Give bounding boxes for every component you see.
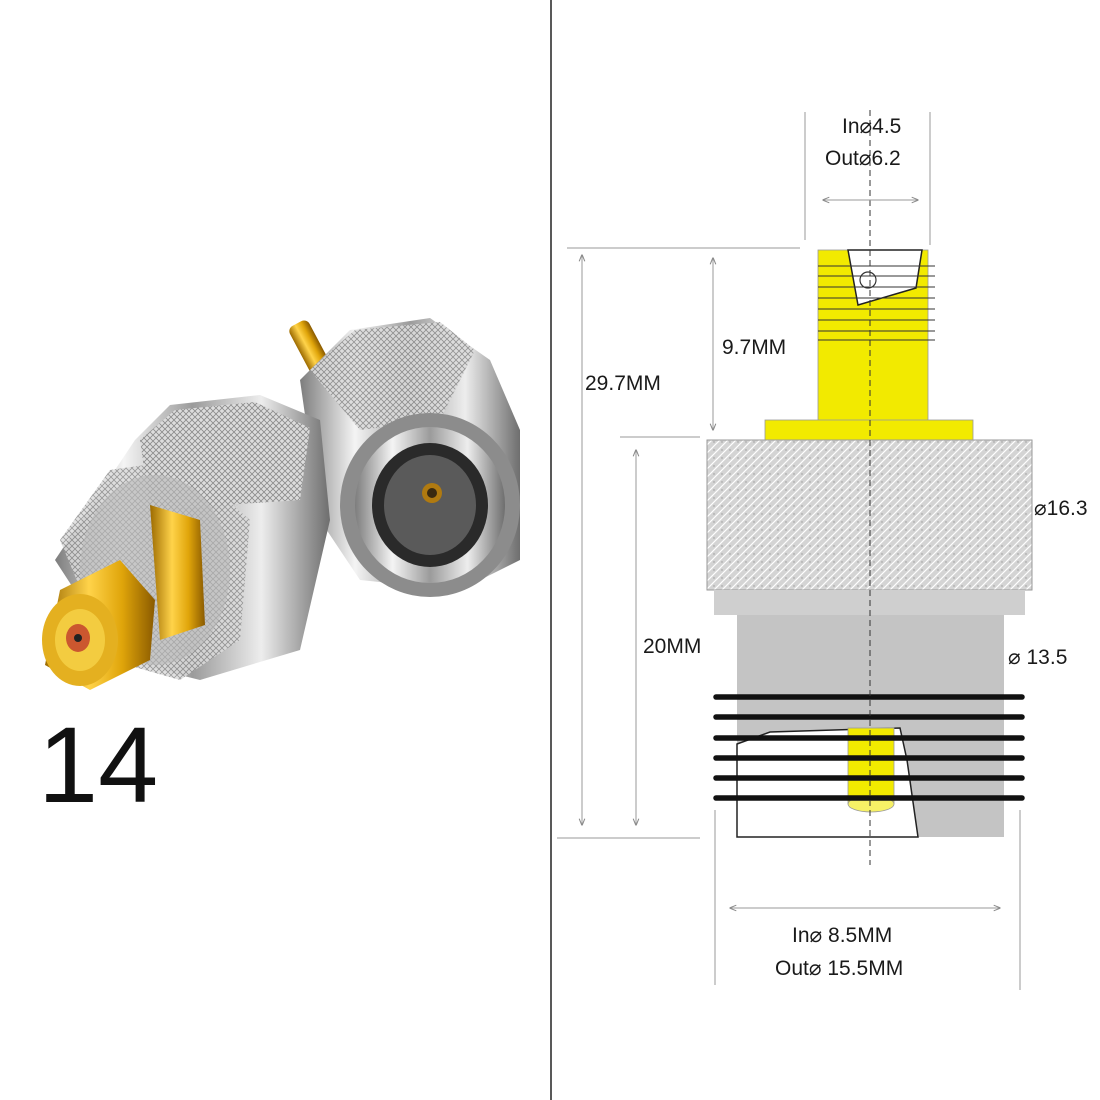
nut-diameter-label: ⌀16.3 (1034, 497, 1088, 520)
gold-flange (764, 419, 974, 441)
upper-height-label: 9.7MM (722, 336, 786, 359)
body-diameter-label: ⌀ 13.5 (1008, 646, 1067, 669)
top-pin-inner-label: In⌀4.5 (842, 115, 901, 138)
bottom-inner-label: In⌀ 8.5MM (792, 924, 892, 947)
model-number: 14 (38, 704, 158, 825)
total-height-label: 29.7MM (585, 372, 661, 395)
pin-thread-lines (818, 265, 935, 341)
dimension-lines (557, 112, 1021, 990)
top-pin-outer-label: Out⌀6.2 (825, 147, 901, 170)
bottom-outer-label: Out⌀ 15.5MM (775, 957, 903, 980)
body-threads (713, 694, 1025, 801)
n-female-adapter-image (289, 318, 520, 597)
pl259-sma-adapter-image (42, 395, 330, 690)
dimension-drawing: In⌀4.5 Out⌀6.2 29.7MM 9.7MM 20MM ⌀16.3 ⌀… (557, 110, 1088, 990)
lower-height-label: 20MM (643, 635, 701, 658)
product-photo (42, 318, 520, 690)
